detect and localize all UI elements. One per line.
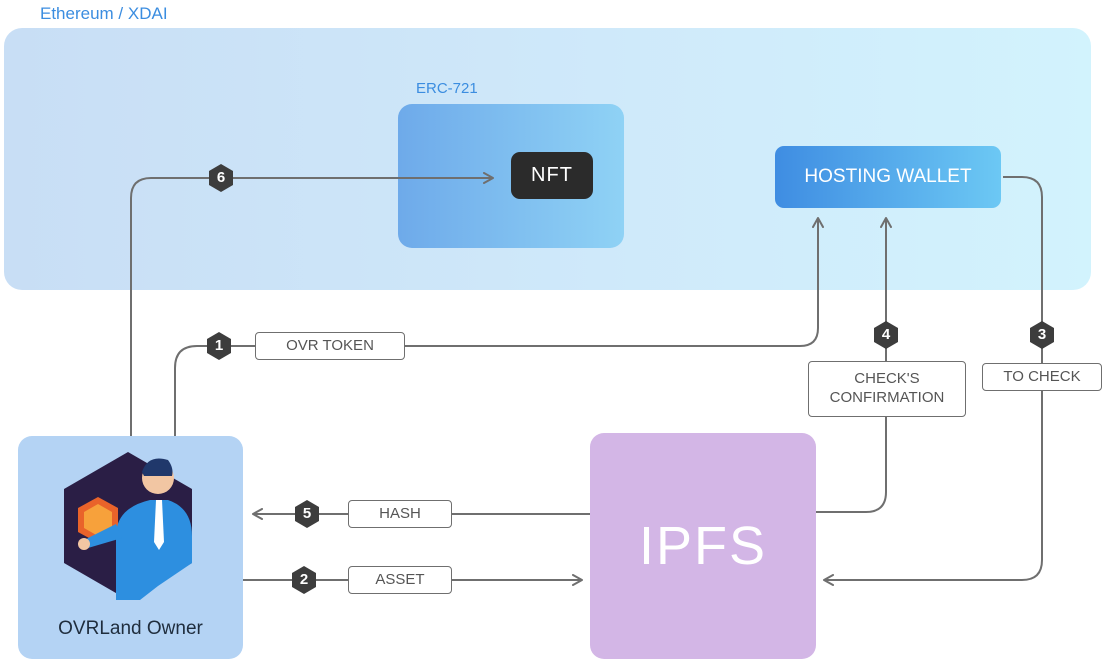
badge-number-4: 4 <box>881 326 891 343</box>
connector-step-4 <box>816 217 892 513</box>
badge-step-6 <box>209 164 233 192</box>
connector-step-1 <box>174 217 824 436</box>
badge-number-5: 5 <box>302 505 312 522</box>
chain-label: Ethereum / XDAI <box>40 4 168 23</box>
badge-number-1: 1 <box>214 337 224 354</box>
badge-step-5 <box>295 500 319 528</box>
hosting-wallet-label: HOSTING WALLET <box>804 166 972 187</box>
tag-checks-confirmation-line1: CHECK'S <box>854 370 920 388</box>
tag-checks-confirmation-line2: CONFIRMATION <box>829 389 945 406</box>
badge-number-6: 6 <box>216 169 226 186</box>
badge-number-2: 2 <box>299 571 309 588</box>
tag-to-check: TO CHECK <box>982 363 1102 391</box>
erc721-label: ERC-721 <box>416 80 478 97</box>
tag-hash: HASH <box>348 500 452 528</box>
tag-asset: ASSET <box>348 566 452 594</box>
badge-step-2 <box>292 566 316 594</box>
badge-step-4 <box>874 321 898 349</box>
tag-ovr-token: OVR TOKEN <box>255 332 405 360</box>
ipfs-label: IPFS <box>638 516 768 576</box>
connector-step-6 <box>130 172 494 436</box>
badge-number-3: 3 <box>1037 326 1047 343</box>
nft-node: NFT <box>511 152 593 199</box>
tag-checks-confirmation: CHECK'S CONFIRMATION <box>808 361 966 417</box>
badge-step-3 <box>1030 321 1054 349</box>
owner-avatar <box>64 452 192 600</box>
ipfs-node: IPFS <box>590 433 816 659</box>
owner-label: OVRLand Owner <box>58 618 203 639</box>
badge-step-1 <box>207 332 231 360</box>
nft-label: NFT <box>531 164 573 186</box>
hosting-wallet-node: HOSTING WALLET <box>775 146 1001 208</box>
